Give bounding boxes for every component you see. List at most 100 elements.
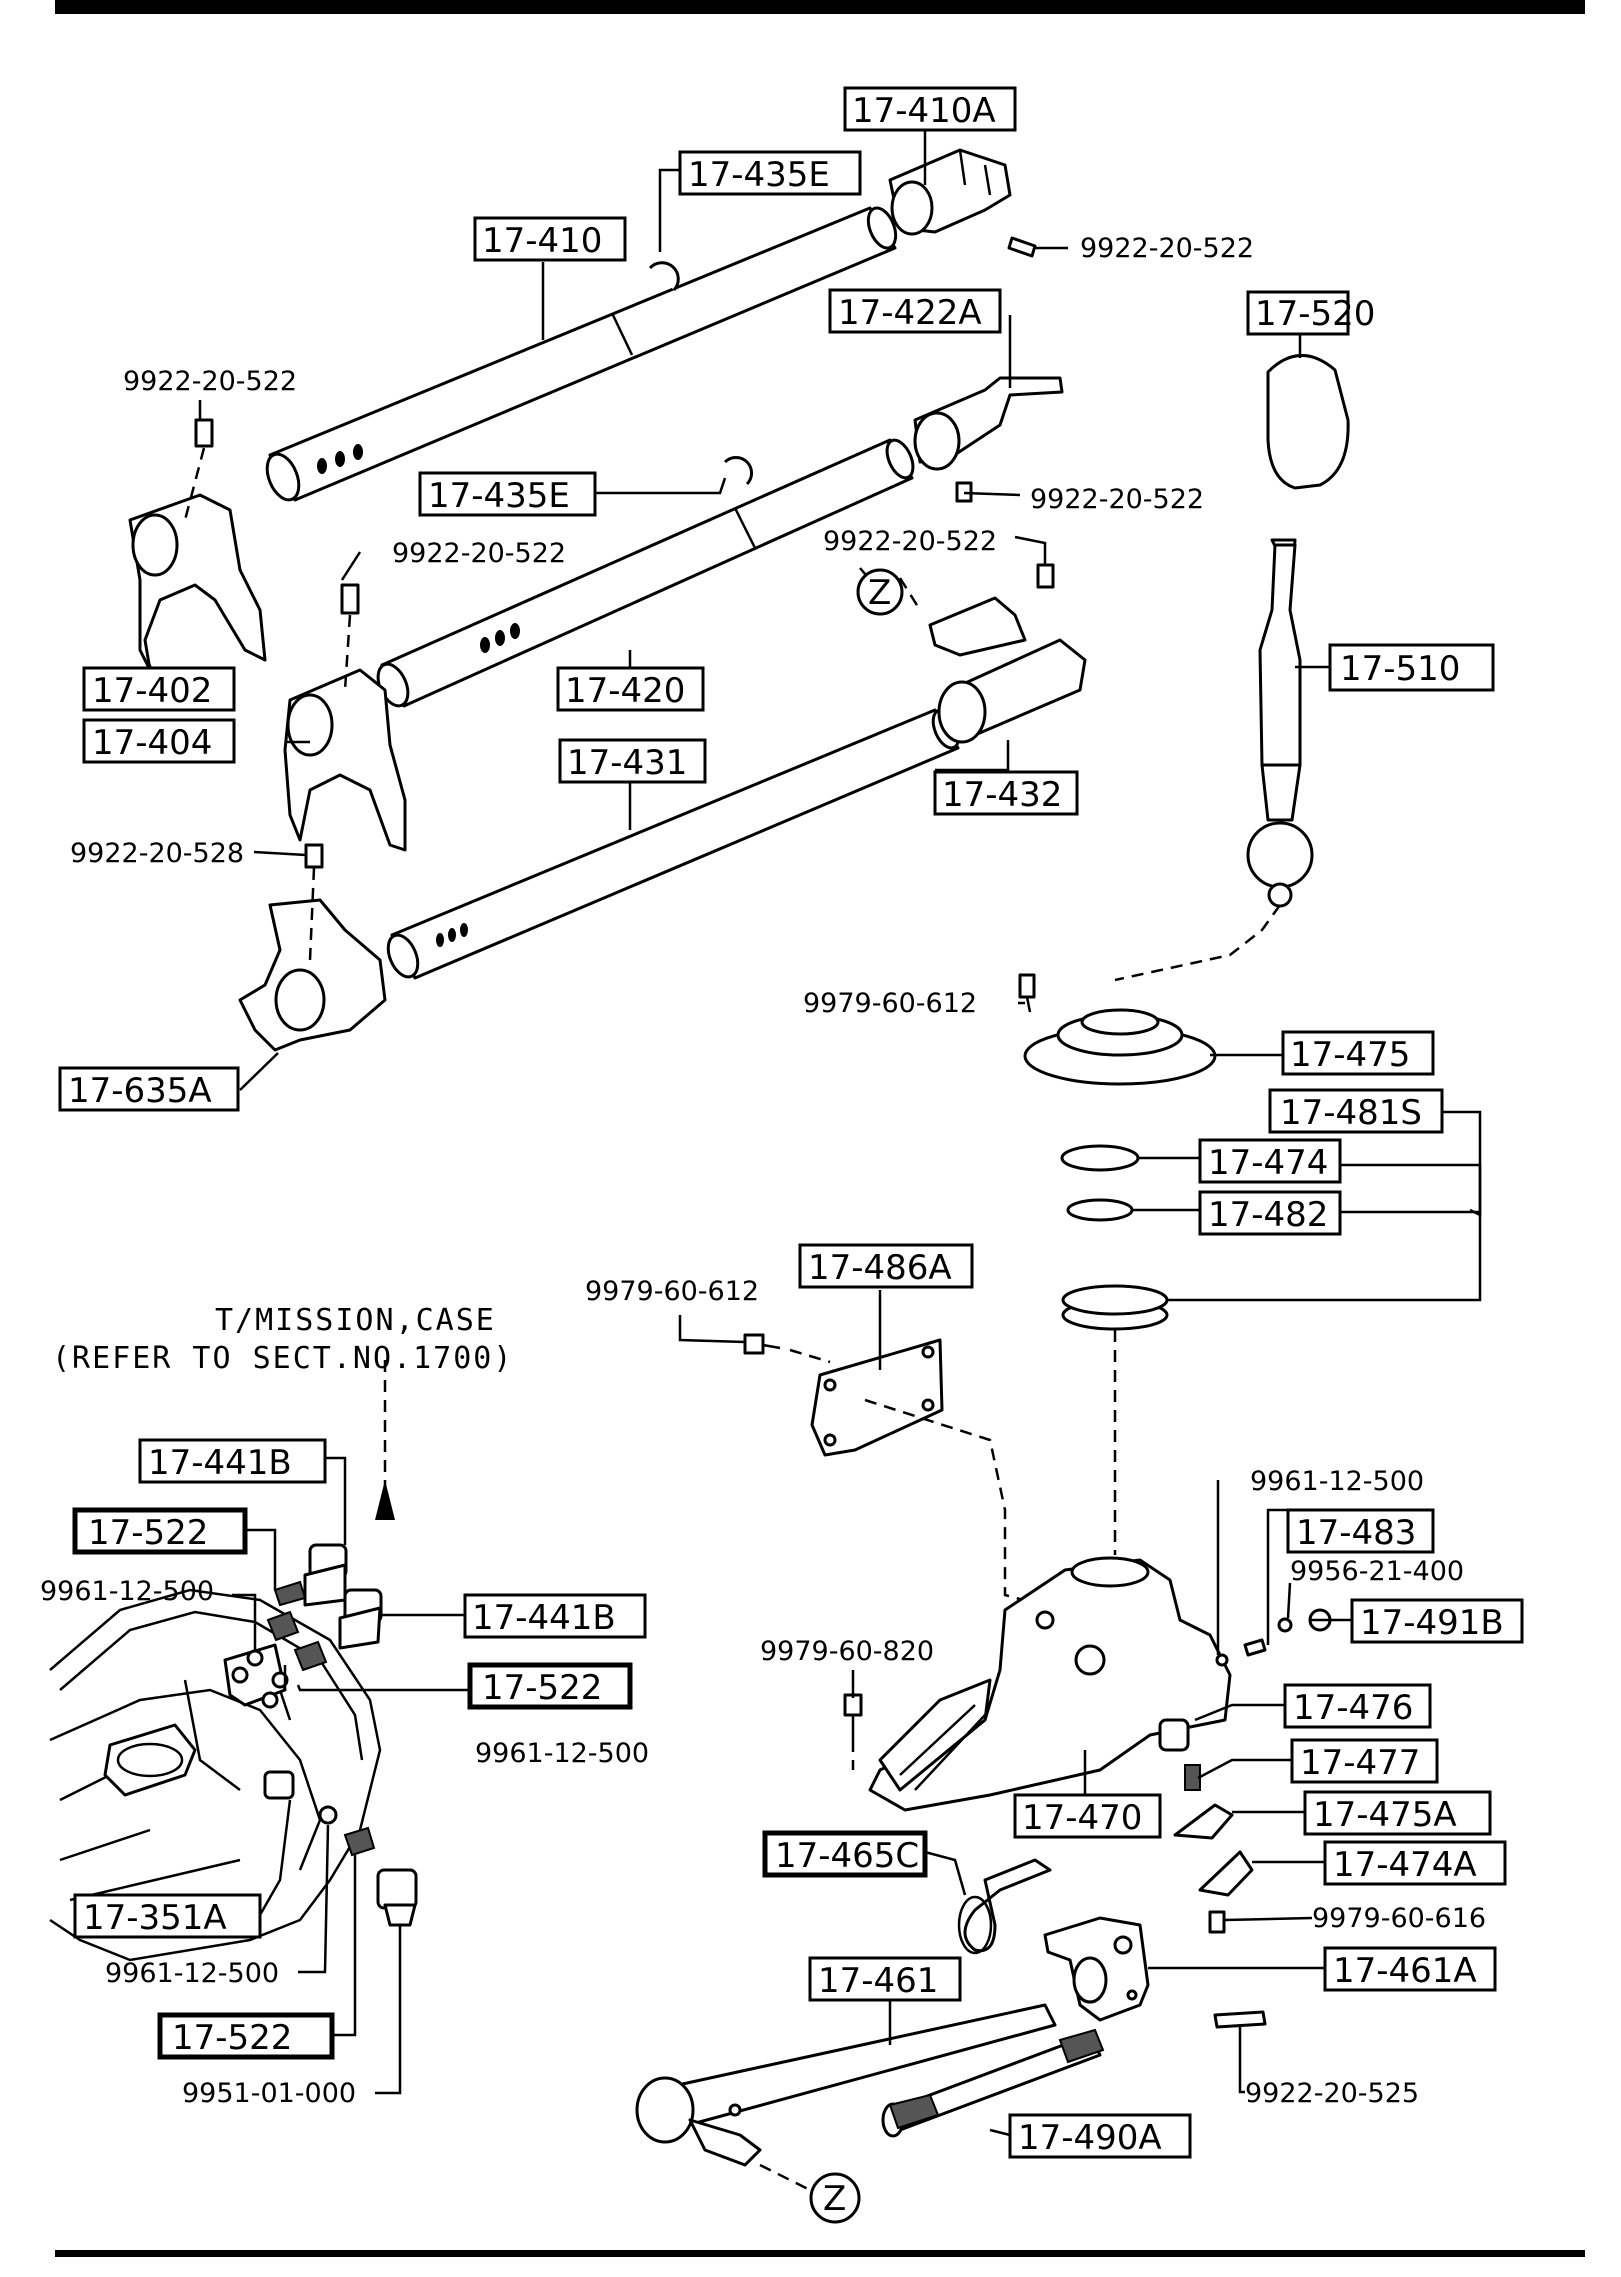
bolt-17-441B-b xyxy=(338,1588,383,1650)
label-17-490A: 17-490A xyxy=(1018,2118,1162,2158)
bolt-9979-60-612-b xyxy=(743,1333,781,1355)
label-9979-60-616: 9979-60-616 xyxy=(1312,1903,1486,1934)
label-9961-12-500-b: 9961-12-500 xyxy=(475,1738,649,1769)
label-17-432: 17-432 xyxy=(942,775,1062,815)
label-9979-60-820: 9979-60-820 xyxy=(760,1636,934,1667)
label-17-461A: 17-461A xyxy=(1333,1951,1477,1991)
ball-9961-12-500-c xyxy=(1215,1653,1229,1667)
spring-pin-9922-20-525 xyxy=(1213,2010,1267,2029)
spring-pin-9922-20-522-a xyxy=(1007,236,1037,258)
label-17-635A: 17-635A xyxy=(68,1071,212,1111)
bolt-17-441B-a xyxy=(273,1543,348,1607)
label-9922-20-525: 9922-20-525 xyxy=(1245,2078,1419,2109)
label-17-402: 17-402 xyxy=(92,671,212,711)
top-border xyxy=(55,0,1585,14)
label-17-486A: 17-486A xyxy=(808,1248,952,1288)
plug-9951-01-000 xyxy=(376,1868,418,1927)
label-9922-20-522-b: 9922-20-522 xyxy=(1030,484,1204,515)
spring-17-483 xyxy=(1243,1638,1267,1657)
label-17-435E-mid: 17-435E xyxy=(428,476,570,516)
label-17-520: 17-520 xyxy=(1255,294,1375,334)
label-17-422A: 17-422A xyxy=(838,293,982,333)
label-9922-20-522-d: 9922-20-522 xyxy=(823,526,997,557)
label-9979-60-612-a: 9979-60-612 xyxy=(803,988,977,1019)
label-9961-12-500-d: 9961-12-500 xyxy=(105,1958,279,1989)
shift-head-17-410A xyxy=(888,148,1012,236)
label-17-410: 17-410 xyxy=(482,221,602,261)
label-17-522-c: 17-522 xyxy=(172,2018,292,2058)
label-17-431: 17-431 xyxy=(567,743,687,783)
label-17-522-a: 17-522 xyxy=(88,1513,208,1553)
shift-housing-17-470 xyxy=(868,1556,1232,1812)
label-17-510: 17-510 xyxy=(1340,649,1460,689)
ball-9961-12-500-a xyxy=(246,1649,264,1667)
shift-head-17-422A xyxy=(913,376,1064,471)
shift-rod-17-420 xyxy=(376,438,915,708)
shift-fork-17-635A xyxy=(238,898,387,1052)
label-17-491B: 17-491B xyxy=(1360,1603,1504,1643)
label-9961-12-500-a: 9961-12-500 xyxy=(40,1576,214,1607)
shift-fork-17-402 xyxy=(128,493,267,672)
shift-lever-block-17-461A xyxy=(1043,1916,1150,2022)
label-17-441B-a: 17-441B xyxy=(148,1443,292,1483)
label-9956-21-400: 9956-21-400 xyxy=(1290,1556,1464,1587)
ring-9956-21-400 xyxy=(1277,1617,1293,1633)
cam-17-474A xyxy=(1198,1850,1254,1897)
ball-9961-12-500-d xyxy=(318,1805,338,1825)
label-17-461: 17-461 xyxy=(818,1961,938,2001)
ball-9961-12-500-b xyxy=(271,1671,289,1689)
label-z-bottom: Z xyxy=(823,2179,846,2219)
circlip-17-435E-top xyxy=(648,261,680,292)
spring-17-477 xyxy=(1184,1764,1201,1791)
label-17-476: 17-476 xyxy=(1293,1688,1413,1728)
label-17-475: 17-475 xyxy=(1290,1035,1410,1075)
label-9922-20-528: 9922-20-528 xyxy=(70,838,244,869)
shift-lever-17-510 xyxy=(1246,538,1314,908)
label-17-410A: 17-410A xyxy=(852,91,996,131)
spring-pin-9922-20-522-e xyxy=(340,583,360,615)
label-17-351A: 17-351A xyxy=(83,1898,227,1938)
label-9979-60-612-b: 9979-60-612 xyxy=(585,1276,759,1307)
shift-shaft-17-461 xyxy=(635,2003,1057,2167)
label-9922-20-522-c: 9922-20-522 xyxy=(123,366,297,397)
bushing-17-481S xyxy=(1061,1284,1169,1331)
boot-17-475 xyxy=(1023,1008,1217,1086)
label-17-474A: 17-474A xyxy=(1333,1845,1477,1885)
shift-knob-17-520 xyxy=(1266,354,1350,490)
labels: 17-410A 17-435E 9922-20-522 17-410 17-52… xyxy=(40,86,1524,2224)
label-9922-20-522-a: 9922-20-522 xyxy=(1080,233,1254,264)
label-17-481S: 17-481S xyxy=(1280,1093,1422,1133)
shift-fork-17-404 xyxy=(283,668,407,852)
shaft-17-490A xyxy=(881,2028,1105,2138)
spring-17-522-a xyxy=(266,1610,300,1642)
label-9922-20-522-e: 9922-20-522 xyxy=(392,538,566,569)
shift-head-17-432 xyxy=(928,596,1087,744)
spring-17-465C xyxy=(957,1858,1052,1955)
label-17-522-b: 17-522 xyxy=(482,1668,602,1708)
circlip-17-435E-mid xyxy=(723,455,754,486)
label-17-475A: 17-475A xyxy=(1313,1795,1457,1835)
bolt-9979-60-820 xyxy=(843,1693,863,1740)
spring-17-522-b xyxy=(293,1640,328,1672)
cam-17-475A xyxy=(1173,1803,1234,1840)
ring-17-482 xyxy=(1066,1198,1134,1222)
spring-pin-9922-20-528 xyxy=(304,843,324,869)
leader-lines xyxy=(148,130,1482,2145)
label-17-482: 17-482 xyxy=(1208,1195,1328,1235)
plate-17-486A xyxy=(810,1338,944,1457)
plug-17-351A xyxy=(263,1770,295,1800)
spring-17-522-c xyxy=(343,1826,376,1857)
label-17-474: 17-474 xyxy=(1208,1143,1328,1183)
label-17-404: 17-404 xyxy=(92,723,212,763)
washer-17-474 xyxy=(1060,1144,1140,1172)
label-17-441B-b: 17-441B xyxy=(472,1598,616,1638)
label-z-top: Z xyxy=(868,573,891,613)
label-17-470: 17-470 xyxy=(1022,1798,1142,1838)
label-17-435E-top: 17-435E xyxy=(688,155,830,195)
bolt-9979-60-612-a xyxy=(1018,973,1036,1013)
shift-rod-17-410 xyxy=(265,206,898,502)
bottom-border xyxy=(55,2250,1585,2257)
note-line-1: T/MISSION,CASE xyxy=(215,1303,496,1338)
label-17-483: 17-483 xyxy=(1296,1513,1416,1553)
